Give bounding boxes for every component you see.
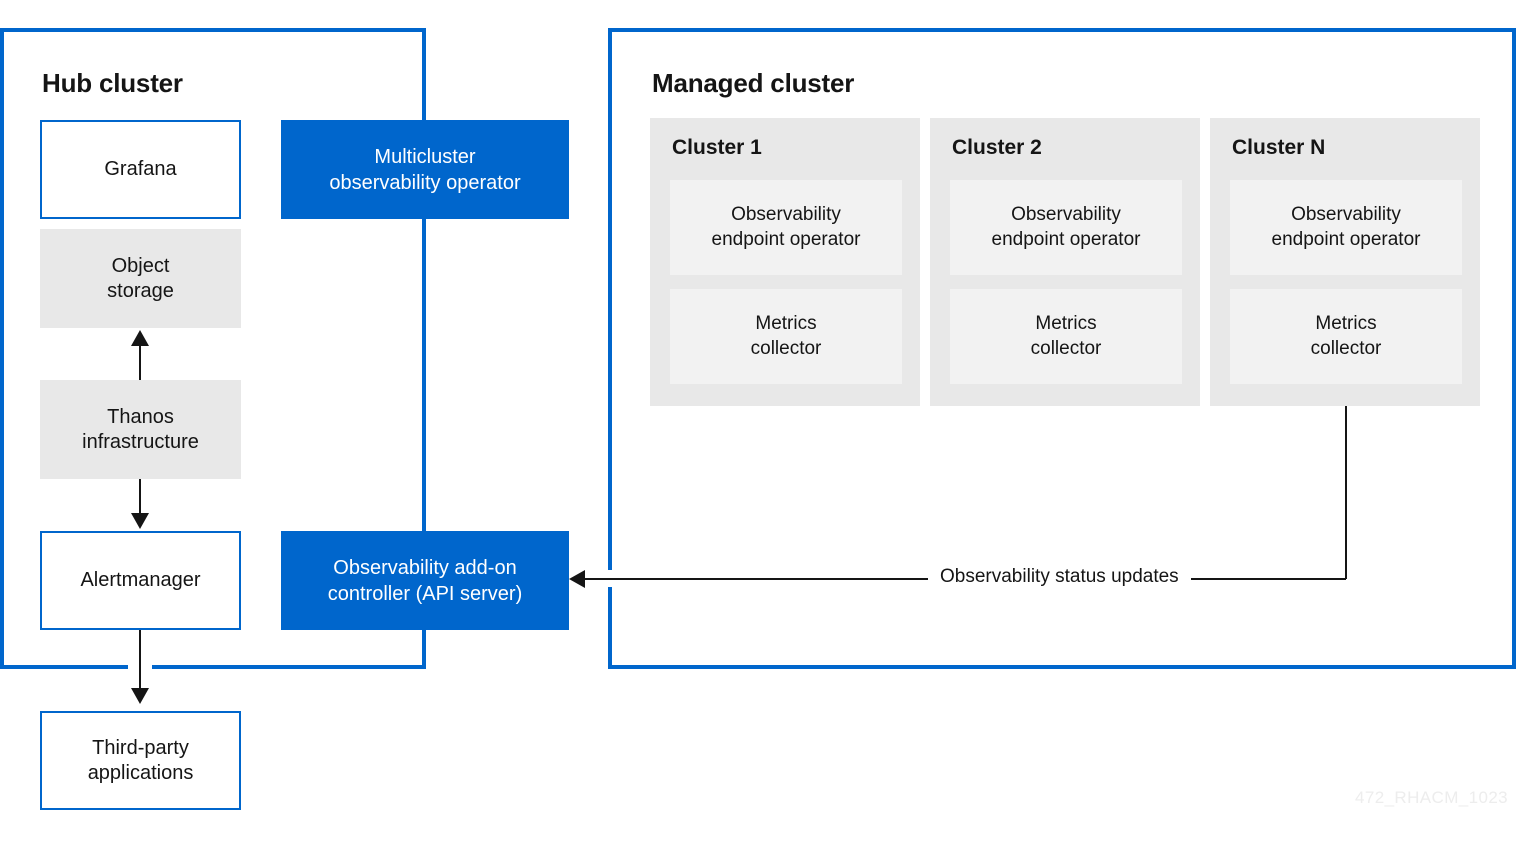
addon-controller-label: Observability add-on controller (API ser… — [327, 556, 523, 605]
hub-cluster-frame — [0, 28, 426, 669]
connector-status-updates-crossing — [583, 578, 643, 580]
cluster-1-metrics-collector[interactable]: Metrics collector — [670, 289, 902, 384]
cluster-2-observability-endpoint-operator[interactable]: Observability endpoint operator — [950, 180, 1182, 275]
hub-component-thanos-infrastructure[interactable]: Thanos infrastructure — [40, 380, 241, 479]
alertmanager-label: Alertmanager — [80, 569, 201, 591]
arrow-down-to-third-party — [131, 688, 149, 704]
grafana-label: Grafana — [104, 158, 177, 180]
thanos-label: Thanos infrastructure — [82, 405, 199, 453]
hub-component-object-storage[interactable]: Object storage — [40, 229, 241, 328]
hub-component-alertmanager[interactable]: Alertmanager — [40, 531, 241, 630]
hub-cluster-title: Hub cluster — [42, 68, 183, 98]
hub-component-grafana[interactable]: Grafana — [40, 120, 241, 219]
cluster-card-cluster-1[interactable]: Cluster 1 Observability endpoint operato… — [650, 118, 920, 406]
cluster-card-cluster-n[interactable]: Cluster N Observability endpoint operato… — [1210, 118, 1480, 406]
connector-thanos-to-alertmanager — [139, 479, 141, 517]
flow-label-observability-status-updates: Observability status updates — [928, 566, 1191, 588]
object-storage-label: Object storage — [107, 254, 174, 302]
managed-cluster-title: Managed cluster — [652, 68, 855, 98]
arrow-down-to-alertmanager — [131, 513, 149, 529]
cluster-n-metrics-collector[interactable]: Metrics collector — [1230, 289, 1462, 384]
connector-thanos-to-object-storage — [139, 343, 141, 389]
managed-cluster-frame — [608, 28, 1516, 669]
cluster-2-title: Cluster 2 — [952, 136, 1042, 159]
connector-cluster-n-drop — [1345, 406, 1347, 579]
third-party-label: Third-party applications — [87, 736, 194, 784]
multicluster-operator-label: Multicluster observability operator — [329, 145, 521, 194]
hub-component-third-party-applications[interactable]: Third-party applications — [40, 711, 241, 810]
arrow-left-to-addon-controller — [569, 570, 585, 588]
cluster-2-metrics-collector[interactable]: Metrics collector — [950, 289, 1182, 384]
cluster-card-cluster-2[interactable]: Cluster 2 Observability endpoint operato… — [930, 118, 1200, 406]
cluster-n-title: Cluster N — [1232, 136, 1326, 159]
arrow-up-to-object-storage — [131, 330, 149, 346]
figure-id-watermark: 472_RHACM_1023 — [1355, 788, 1509, 807]
cluster-n-observability-endpoint-operator[interactable]: Observability endpoint operator — [1230, 180, 1462, 275]
connector-alertmanager-to-third-party — [139, 630, 141, 692]
cluster-1-title: Cluster 1 — [672, 136, 762, 159]
observability-addon-controller[interactable]: Observability add-on controller (API ser… — [281, 531, 569, 630]
multicluster-observability-operator[interactable]: Multicluster observability operator — [281, 120, 569, 219]
cluster-1-observability-endpoint-operator[interactable]: Observability endpoint operator — [670, 180, 902, 275]
